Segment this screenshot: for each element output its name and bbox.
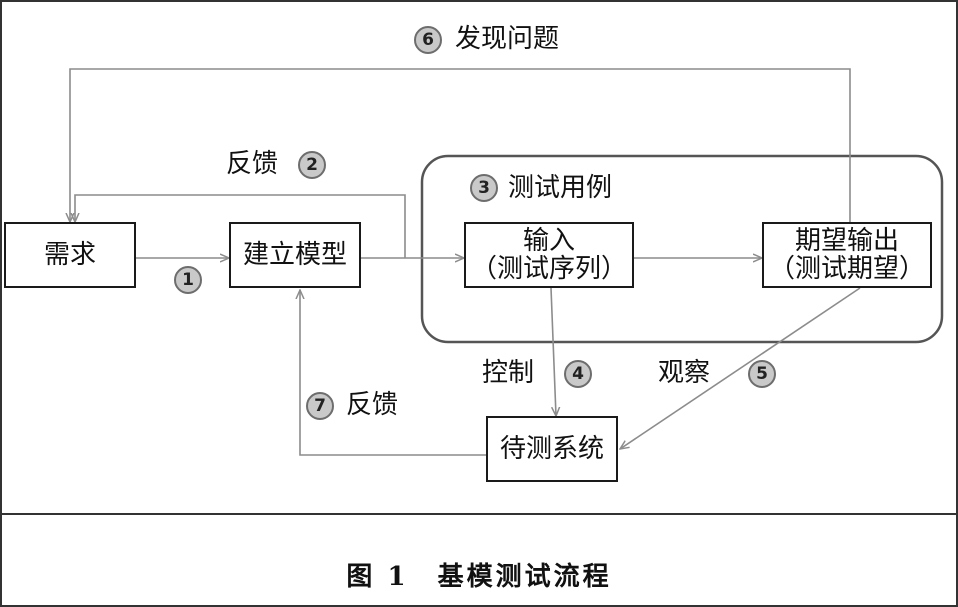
edge-label-find-problem: 发现问题	[455, 24, 560, 54]
step-badge-3: 3	[470, 174, 498, 202]
node-expected-output-label: 期望输出	[794, 226, 899, 256]
node-system-under-test-label: 待测系统	[499, 434, 604, 464]
test-case-title: 测试用例	[508, 173, 613, 203]
edge-find-problem	[70, 68, 851, 222]
edge-observe	[620, 287, 861, 449]
step-badge-6: 6	[414, 26, 442, 54]
figure-caption: 图 1 基模测试流程	[346, 562, 612, 592]
node-input-sublabel: （测试序列）	[470, 254, 627, 284]
node-input-label: 输入	[522, 226, 575, 256]
node-build-model: 建立模型	[229, 222, 361, 288]
node-input: 输入 （测试序列）	[464, 222, 634, 288]
edge-label-feedback-top: 反馈	[226, 149, 279, 179]
node-expected-output: 期望输出 （测试期望）	[762, 222, 932, 288]
edge-control	[550, 287, 556, 416]
edge-feedback-bottom	[300, 290, 486, 456]
step-badge-4: 4	[564, 360, 592, 388]
node-system-under-test: 待测系统	[486, 416, 618, 482]
node-requirement-label: 需求	[43, 240, 96, 270]
node-expected-output-sublabel: （测试期望）	[768, 254, 925, 284]
edge-label-control: 控制	[482, 358, 535, 388]
edge-label-feedback-bottom: 反馈	[346, 390, 399, 420]
node-requirement: 需求	[4, 222, 136, 288]
step-badge-2: 2	[298, 151, 326, 179]
edge-feedback-top	[75, 194, 406, 258]
step-badge-7: 7	[306, 392, 334, 420]
step-badge-5: 5	[748, 360, 776, 388]
step-badge-1: 1	[174, 266, 202, 294]
edge-label-observe: 观察	[658, 358, 711, 388]
test-case-group	[420, 154, 944, 344]
node-build-model-label: 建立模型	[242, 240, 347, 270]
